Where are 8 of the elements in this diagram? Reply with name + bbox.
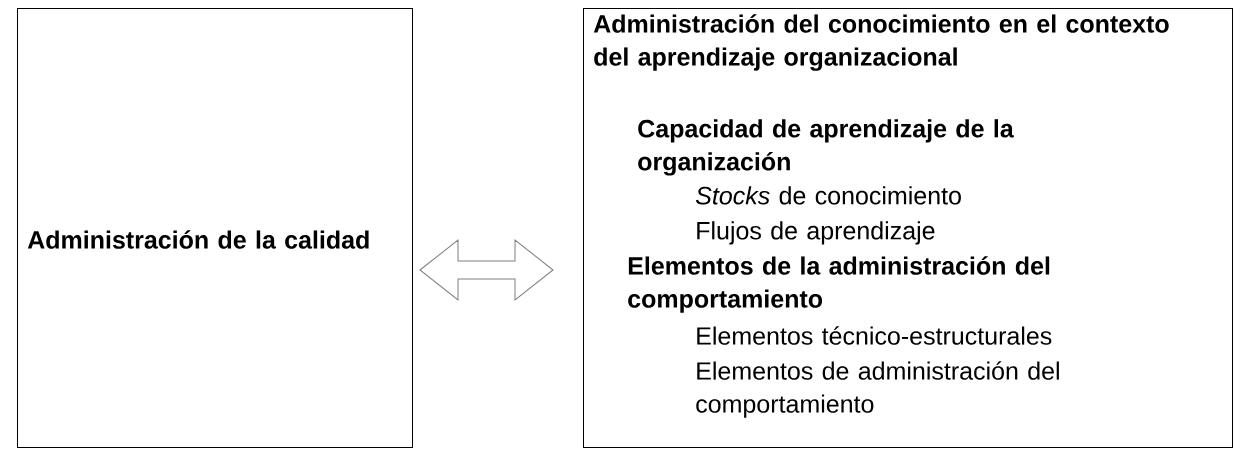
double-arrow	[419, 239, 554, 301]
heading: Administración de la calidad	[27, 230, 369, 249]
list-item: Elementos técnico-estructurales	[697, 326, 1052, 345]
list-item: Stocks de conocimiento	[695, 186, 961, 205]
list-item: Elementos de administración del comportamiento	[696, 361, 1059, 418]
heading: Elementos de la administración del comportamiento	[628, 256, 1050, 313]
heading: Administración del conocimiento en el contexto del aprendizaje organizacional	[593, 14, 1169, 71]
list-item: Flujos de aprendizaje	[697, 221, 935, 245]
